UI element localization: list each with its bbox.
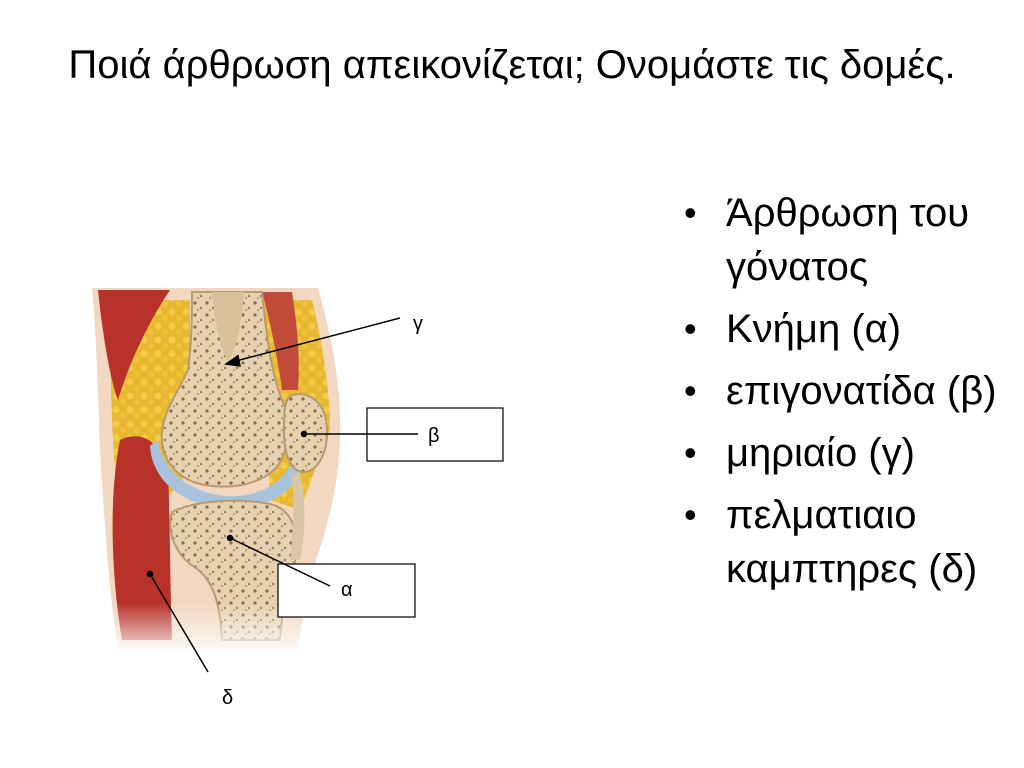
bullet-dot: • (684, 308, 697, 349)
label-beta: β (428, 425, 440, 447)
bullet-text: Άρθρωση του γόνατος (726, 191, 970, 289)
label-gamma: γ (413, 313, 423, 335)
label-delta: δ (222, 687, 233, 709)
bullet-dot: • (684, 432, 697, 473)
bullet-text: πελματιαιο καμπτηρες (δ) (726, 493, 978, 591)
label-alpha: α (341, 579, 353, 601)
bullet-item: • μηριαίο (γ) (684, 426, 1014, 480)
pointer-dot-alpha (226, 534, 234, 542)
bullet-dot: • (684, 192, 697, 233)
answer-bullet-list: • Άρθρωση του γόνατος • Κνήμη (α) • επιγονα… (684, 186, 1014, 604)
pointer-dot-delta (146, 570, 154, 578)
bullet-item: • πελματιαιο καμπτηρες (δ) (684, 488, 1014, 596)
bullet-item: • επιγονατίδα (β) (684, 364, 1014, 418)
bullet-item: • Κνήμη (α) (684, 302, 1014, 356)
bullet-text: Κνήμη (α) (726, 307, 902, 351)
bullet-text: επιγονατίδα (β) (726, 369, 997, 413)
bullet-dot: • (684, 370, 697, 411)
label-box-alpha (277, 563, 416, 618)
leader-line-delta (149, 573, 209, 673)
bullet-item: • Άρθρωση του γόνατος (684, 186, 1014, 294)
arrowhead-gamma (223, 354, 241, 367)
pointer-dot-beta (300, 430, 308, 438)
leader-line-gamma (231, 317, 401, 363)
bullet-dot: • (684, 494, 697, 535)
slide-title: Ποιά άρθρωση απεικονίζεται; Ονομάστε τις… (68, 43, 956, 87)
leader-line-alpha (229, 537, 331, 587)
bullet-text: μηριαίο (γ) (726, 431, 915, 475)
